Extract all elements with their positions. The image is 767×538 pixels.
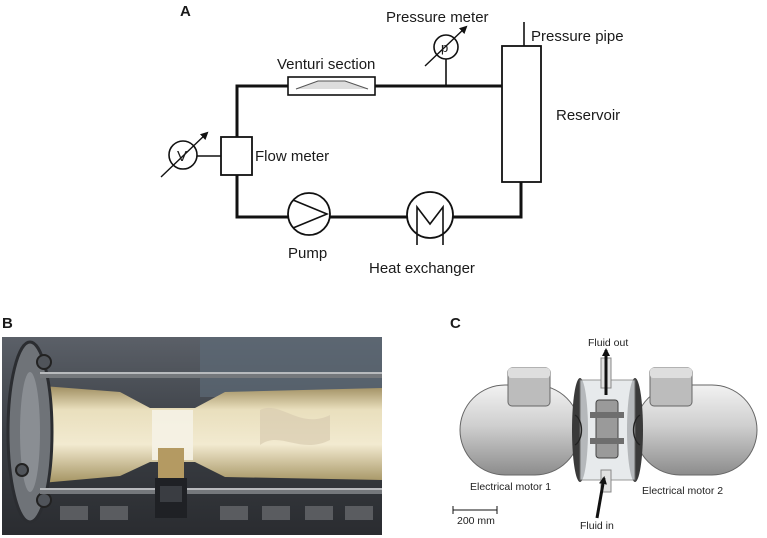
panel-b-label: B — [2, 315, 13, 332]
venturi-photo — [2, 337, 382, 535]
reservoir-label: Reservoir — [556, 107, 620, 124]
venturi-section — [287, 76, 376, 96]
pump-label: Pump — [288, 245, 327, 262]
panel-a-label: A — [180, 3, 191, 20]
loop-pipe-bottom — [330, 182, 523, 219]
pump — [287, 192, 331, 236]
flow-meter-symbol: V — [177, 148, 187, 165]
reservoir — [501, 45, 542, 183]
fluid-in-arrow — [595, 476, 607, 519]
flow-meter-label: Flow meter — [255, 148, 329, 165]
pressure-meter-label: Pressure meter — [386, 9, 489, 26]
motor-2-label: Electrical motor 2 — [642, 485, 723, 497]
volume-flow-gauge — [160, 131, 221, 178]
fluid-in-label: Fluid in — [580, 520, 614, 532]
heat-exchanger-label: Heat exchanger — [369, 260, 475, 277]
flow-meter — [220, 136, 253, 176]
panel-b: B — [2, 315, 382, 535]
rotor-generator-render — [459, 357, 758, 493]
pressure-meter-symbol: p — [441, 40, 448, 55]
panel-a: A Venturi section p Pressure meter Press… — [160, 3, 624, 277]
panel-c: C Fluid — [450, 315, 758, 532]
venturi-section-label: Venturi section — [277, 56, 375, 73]
loop-pipe-left — [235, 175, 288, 219]
panel-c-label: C — [450, 315, 461, 332]
loop-pipe-top — [235, 84, 502, 137]
scale-bar — [452, 506, 498, 514]
pressure-pipe-label: Pressure pipe — [531, 28, 624, 45]
heat-exchanger — [406, 191, 454, 245]
scale-bar-label: 200 mm — [457, 515, 495, 527]
motor-1-label: Electrical motor 1 — [470, 481, 551, 493]
fluid-out-label: Fluid out — [588, 337, 628, 349]
pressure-meter — [424, 25, 468, 86]
